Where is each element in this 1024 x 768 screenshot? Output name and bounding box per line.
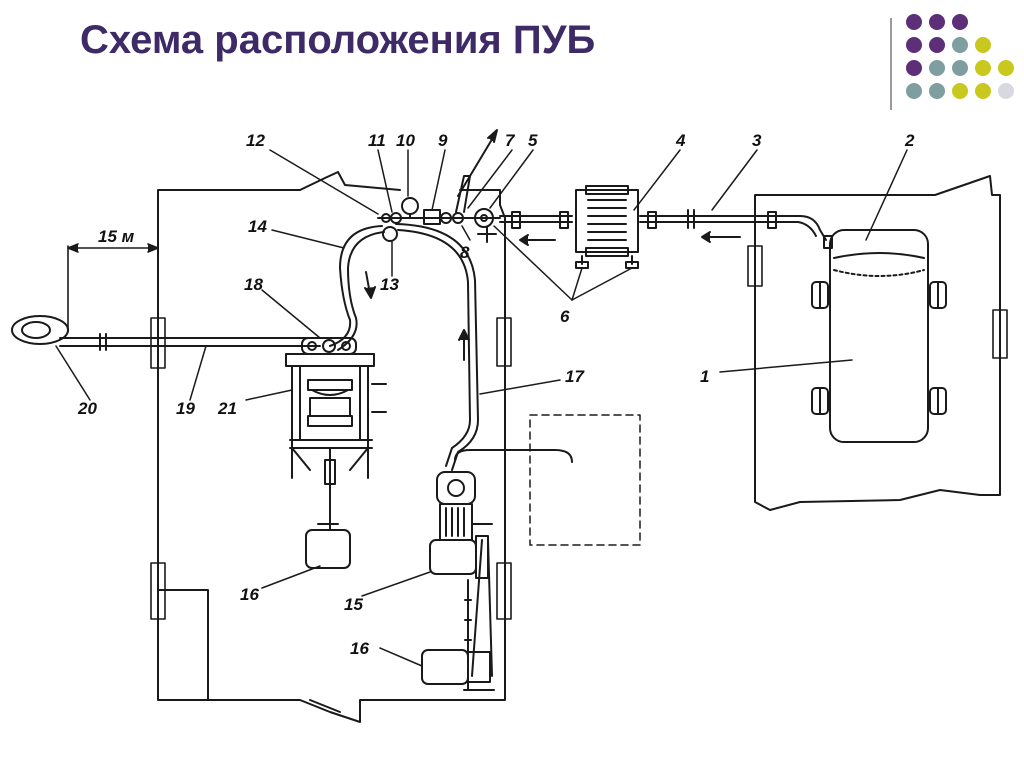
motor-16-bottom (421, 649, 491, 685)
decorative-dot (906, 83, 922, 99)
compressor-20 (11, 315, 69, 345)
label-20: 20 (77, 399, 97, 418)
oil-dispenser-21 (285, 337, 387, 531)
decorative-dot (952, 14, 968, 30)
label-10: 10 (396, 131, 415, 150)
label-8: 8 (460, 243, 470, 262)
label-18: 18 (244, 275, 263, 294)
car (811, 229, 947, 443)
decorative-dot (952, 83, 968, 99)
decorative-dot (998, 60, 1014, 76)
label-13: 13 (380, 275, 399, 294)
hose-14 (329, 225, 385, 351)
label-5: 5 (528, 131, 538, 150)
hose-17 (395, 223, 479, 471)
label-3: 3 (752, 131, 762, 150)
label-2: 2 (904, 131, 915, 150)
label-21: 21 (217, 399, 237, 418)
valve-cluster (381, 175, 497, 243)
label-7: 7 (505, 131, 516, 150)
garage-windows (747, 245, 1008, 359)
label-6: 6 (560, 307, 570, 326)
air-line-19 (59, 333, 321, 351)
label-19: 19 (176, 399, 195, 418)
leader-lines (55, 149, 908, 667)
decorative-dot (975, 83, 991, 99)
label-11: 11 (368, 131, 386, 150)
label-12: 12 (246, 131, 265, 150)
label-17: 17 (565, 367, 585, 386)
label-14: 14 (248, 217, 267, 236)
page-title: Схема расположения ПУБ (80, 18, 596, 62)
equipment-zone-dashed (529, 414, 641, 546)
decorative-dot (929, 60, 945, 76)
dimension-15m (67, 243, 159, 333)
flow-arrows (364, 129, 741, 361)
label-9: 9 (438, 131, 448, 150)
decorative-dot (952, 60, 968, 76)
building-outline (157, 171, 506, 723)
decorative-dot (998, 83, 1014, 99)
building-windows (150, 317, 512, 620)
decorative-dot (975, 37, 991, 53)
label-distance: 15 м (98, 227, 135, 246)
garage-outline (754, 175, 1001, 511)
label-16-left: 16 (240, 585, 259, 604)
motor-16-left (305, 523, 351, 569)
label-15: 15 (344, 595, 363, 614)
decorative-dot (906, 37, 922, 53)
drain-pipe (454, 449, 573, 463)
decorative-dot (929, 14, 945, 30)
callout-labels: 1 2 3 4 5 6 7 8 9 10 11 12 13 14 15 16 1… (77, 131, 915, 658)
label-16-bottom: 16 (350, 639, 369, 658)
decorative-dot (975, 60, 991, 76)
pump-unit-15 (429, 471, 495, 691)
label-4: 4 (675, 131, 686, 150)
decorative-dot (929, 83, 945, 99)
label-1: 1 (700, 367, 709, 386)
decorative-dot (906, 14, 922, 30)
title-divider (890, 18, 892, 110)
decorative-dot (952, 37, 968, 53)
decorative-dot-grid (906, 14, 1016, 114)
filter-4 (575, 185, 639, 269)
decorative-dot (929, 37, 945, 53)
decorative-dot (906, 60, 922, 76)
